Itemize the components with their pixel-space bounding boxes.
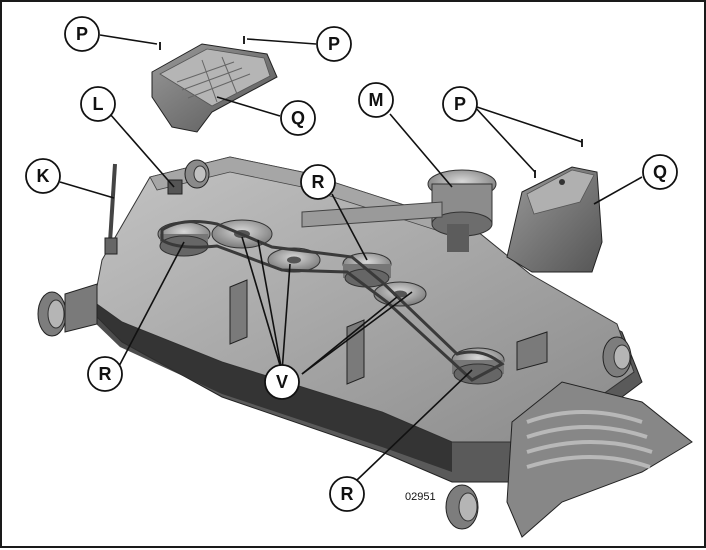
callout-q-left: Q bbox=[280, 100, 316, 136]
callout-p-top-left: P bbox=[64, 16, 100, 52]
deck-lift-rod bbox=[104, 163, 118, 255]
svg-text:Q: Q bbox=[291, 108, 305, 128]
svg-text:M: M bbox=[369, 90, 384, 110]
svg-text:R: R bbox=[99, 364, 112, 384]
svg-text:P: P bbox=[454, 94, 466, 114]
svg-text:R: R bbox=[341, 484, 354, 504]
svg-text:R: R bbox=[312, 172, 325, 192]
idler-pulley-3 bbox=[373, 281, 427, 307]
callout-q-right: Q bbox=[642, 154, 678, 190]
callout-l: L bbox=[80, 86, 116, 122]
callout-k: K bbox=[25, 158, 61, 194]
svg-text:V: V bbox=[276, 372, 288, 392]
figure-number: 02951 bbox=[405, 491, 436, 503]
drive-belt bbox=[160, 220, 505, 382]
wheel-front-left bbox=[37, 291, 67, 337]
svg-text:K: K bbox=[37, 166, 50, 186]
discharge-chute bbox=[506, 381, 693, 538]
callout-p-top-center: P bbox=[316, 26, 352, 62]
callout-r-bottom: R bbox=[329, 476, 365, 512]
svg-text:P: P bbox=[328, 34, 340, 54]
svg-text:P: P bbox=[76, 24, 88, 44]
svg-text:Q: Q bbox=[653, 162, 667, 182]
svg-text:L: L bbox=[93, 94, 104, 114]
wheel-rear-right bbox=[602, 336, 632, 378]
callout-r-top: R bbox=[300, 164, 336, 200]
belt-shield-left bbox=[151, 43, 278, 133]
belt-shield-right bbox=[506, 166, 603, 273]
callouts: P P Q L M P K R bbox=[25, 16, 678, 512]
idler-pulley-2 bbox=[267, 247, 321, 273]
wheel-front-right bbox=[445, 484, 479, 530]
drive-pulley-assembly bbox=[301, 169, 497, 252]
callout-p-right: P bbox=[442, 86, 478, 122]
leader-lines bbox=[59, 34, 643, 481]
anti-scalp-wheels bbox=[37, 159, 632, 530]
callout-v: V bbox=[264, 364, 300, 400]
deck-brackets bbox=[64, 279, 548, 385]
callout-m: M bbox=[358, 82, 394, 118]
wheel-rear-left bbox=[184, 159, 210, 189]
callout-r-left: R bbox=[87, 356, 123, 392]
